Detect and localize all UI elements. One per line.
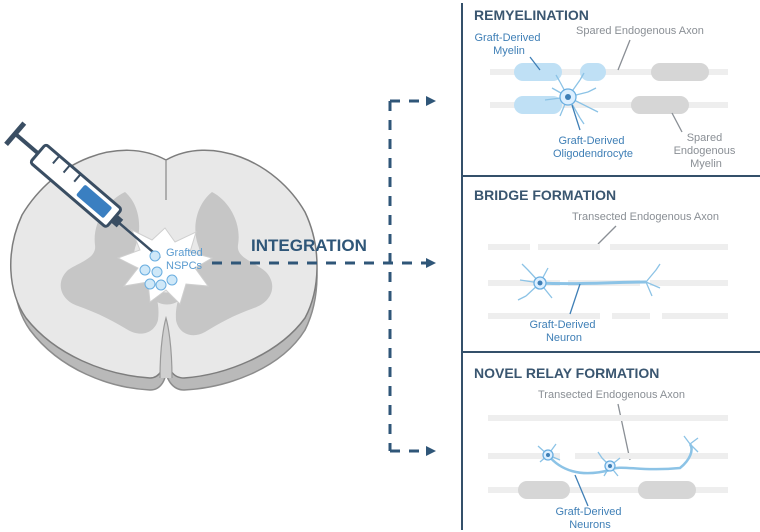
- graft-myelin-segment: [514, 96, 562, 114]
- oligodendrocyte-icon: [544, 72, 599, 125]
- panel-bridge-formation: BRIDGE FORMATION Transected Endogenous A…: [474, 187, 728, 344]
- graft-neuron-label: Graft-Derived Neuron: [529, 319, 598, 344]
- panel-novel-relay-formation: NOVEL RELAY FORMATION Transected Endogen…: [474, 365, 728, 531]
- graft-neuron-pointer: [569, 283, 581, 315]
- spared-myelin-segment: [651, 63, 709, 81]
- spared-axon-pointer: [617, 39, 631, 71]
- injection-site-burst: [116, 227, 214, 305]
- endogenous-myelin-segment: [518, 481, 570, 499]
- ventral-median-fissure: [159, 315, 173, 379]
- integration-label: INTEGRATION: [251, 236, 367, 255]
- syringe-liquid: [76, 185, 112, 218]
- grey-matter-right: [175, 192, 273, 336]
- spared-myelin-pointer: [671, 112, 683, 133]
- nspc-cell: [155, 279, 167, 291]
- panel-title: BRIDGE FORMATION: [474, 187, 616, 203]
- graft-neurons-pointer: [574, 474, 589, 507]
- graft-myelin-segment: [580, 63, 606, 81]
- oligodendrocyte-pointer: [571, 104, 581, 131]
- grafted-nspcs-label: Grafted NSPCs: [166, 247, 206, 272]
- integration-arrows: [212, 96, 436, 456]
- transected-axon-label: Transected Endogenous Axon: [538, 389, 685, 401]
- spared-axon-label: Spared Endogenous Axon: [576, 25, 704, 37]
- nspc-cell: [151, 266, 163, 278]
- grafted-nspc-cells: [139, 250, 178, 291]
- graft-myelin-pointer: [529, 56, 541, 71]
- nspc-cell: [166, 274, 178, 286]
- transected-axon-pointer: [617, 403, 631, 461]
- panel-title: REMYELINATION: [474, 7, 589, 23]
- spared-axon-lower: [490, 102, 728, 108]
- transected-axon-label: Transected Endogenous Axon: [572, 211, 719, 223]
- oligodendrocyte-label: Graft-Derived Oligodendrocyte: [553, 135, 633, 160]
- neuron-icon: [517, 263, 661, 301]
- grey-matter-left: [60, 192, 159, 334]
- graft-neurons-label: Graft-Derived Neurons: [555, 506, 624, 531]
- graft-myelin-segment: [514, 63, 562, 81]
- panel-frames: [461, 3, 760, 530]
- spared-myelin-segment: [631, 96, 689, 114]
- transected-axon-pointer: [597, 225, 617, 245]
- endogenous-myelin-segment: [638, 481, 696, 499]
- syringe-icon: [4, 121, 161, 259]
- spared-axon-upper: [490, 69, 728, 75]
- nspc-cell: [149, 250, 161, 262]
- graft-myelin-label: Graft-Derived Myelin: [474, 32, 543, 57]
- neuron-icon: [537, 435, 699, 477]
- nspc-cell: [139, 264, 151, 276]
- spared-myelin-label: Spared Endogenous Myelin: [674, 132, 739, 170]
- panel-title: NOVEL RELAY FORMATION: [474, 365, 659, 381]
- nspc-cell: [144, 278, 156, 290]
- panel-remyelination: REMYELINATION Graft-Derived Myelin Spare…: [474, 7, 739, 170]
